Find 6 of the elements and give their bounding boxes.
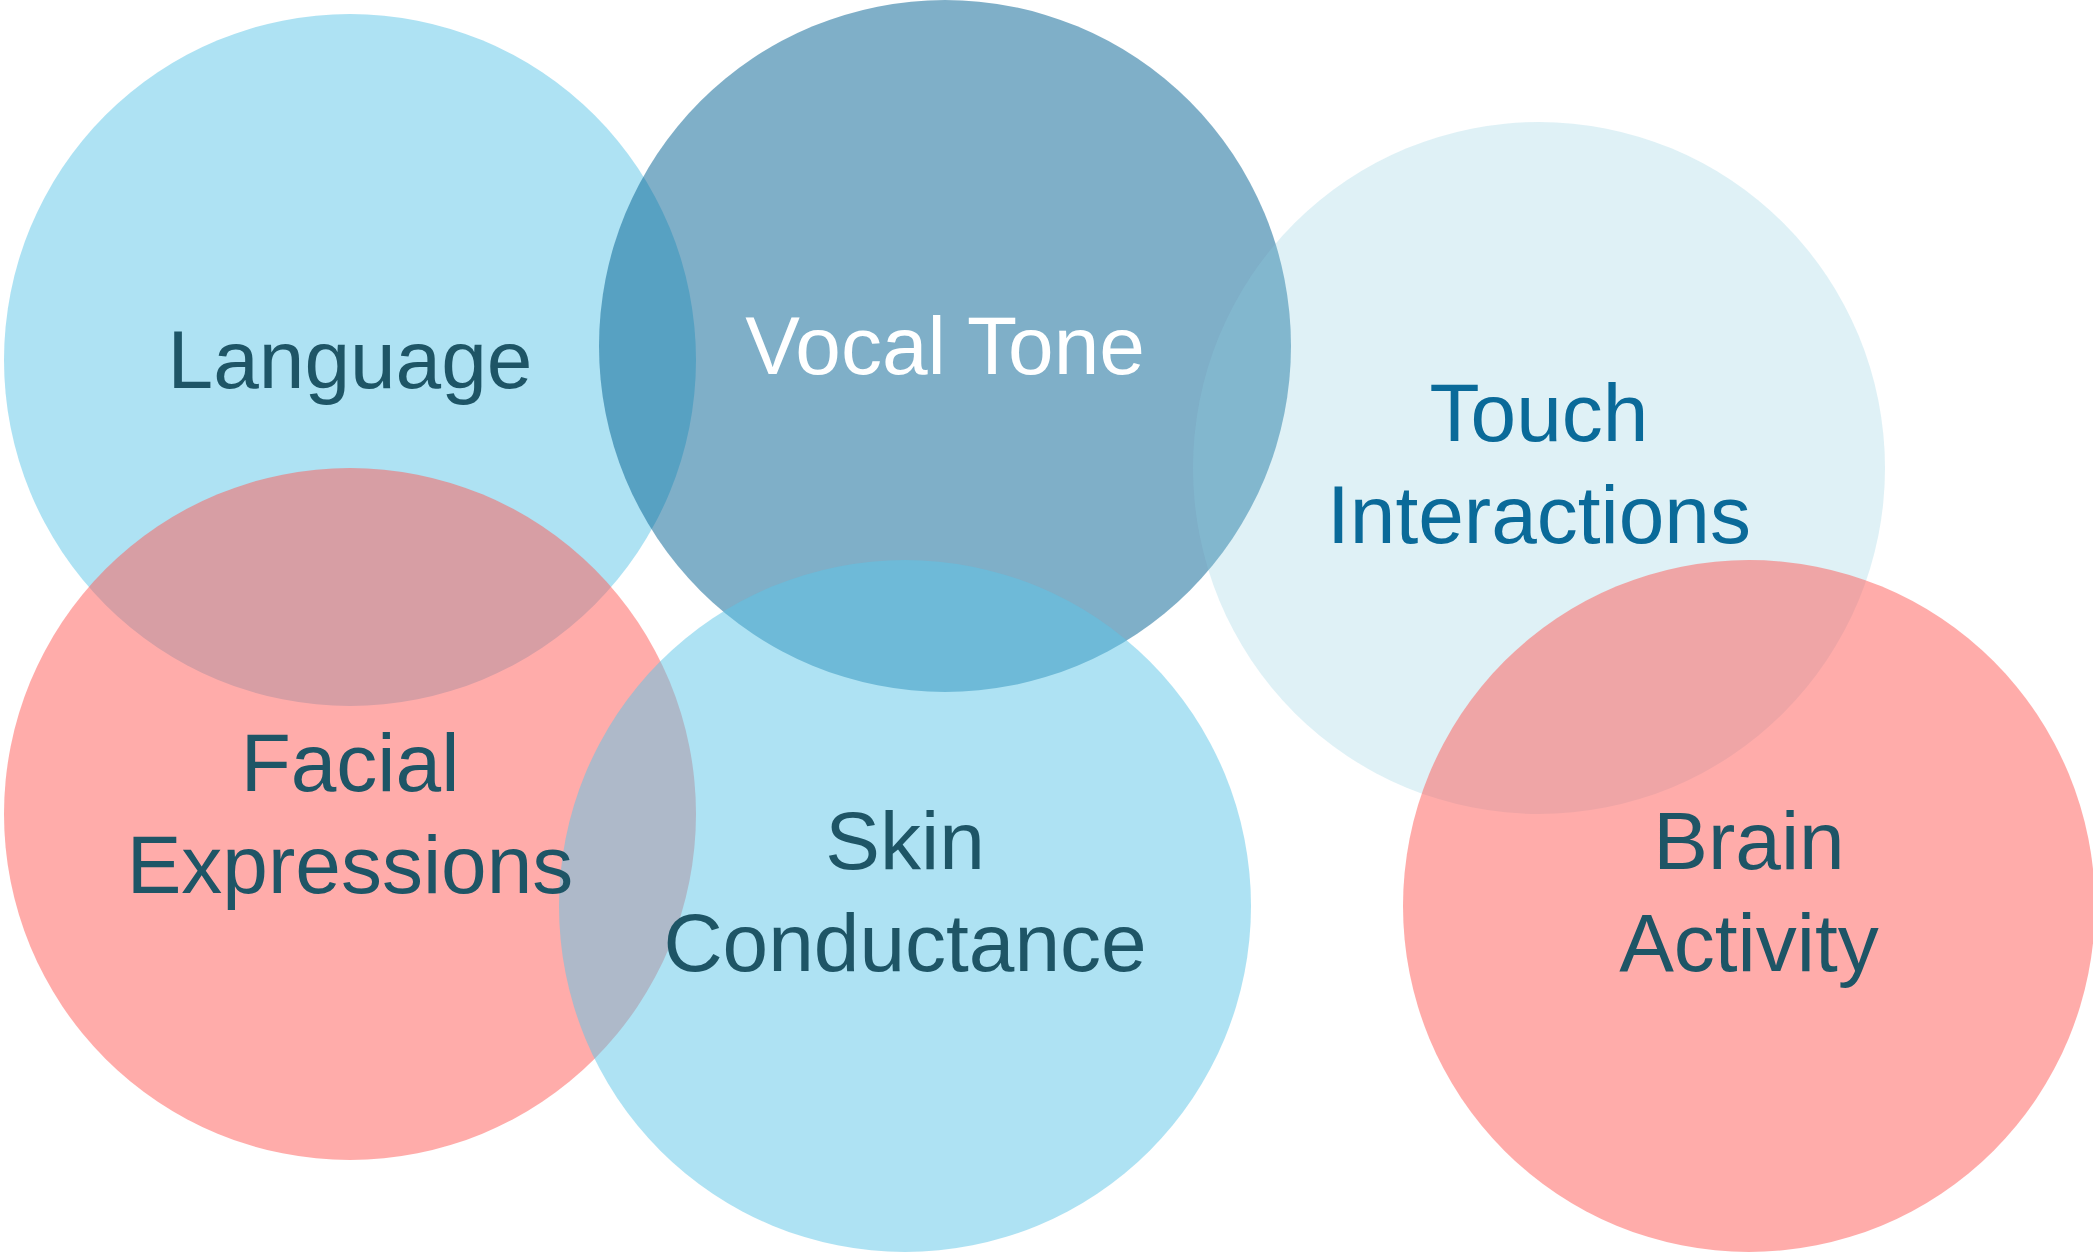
circle-label: Touch Interactions: [1326, 365, 1752, 562]
circle-label: Vocal Tone: [745, 298, 1145, 393]
circle-label: Language: [167, 312, 533, 407]
circle-label: Facial Expressions: [125, 715, 575, 912]
circle-label: Brain Activity: [1618, 793, 1880, 990]
circle-label: Skin Conductance: [662, 793, 1148, 990]
